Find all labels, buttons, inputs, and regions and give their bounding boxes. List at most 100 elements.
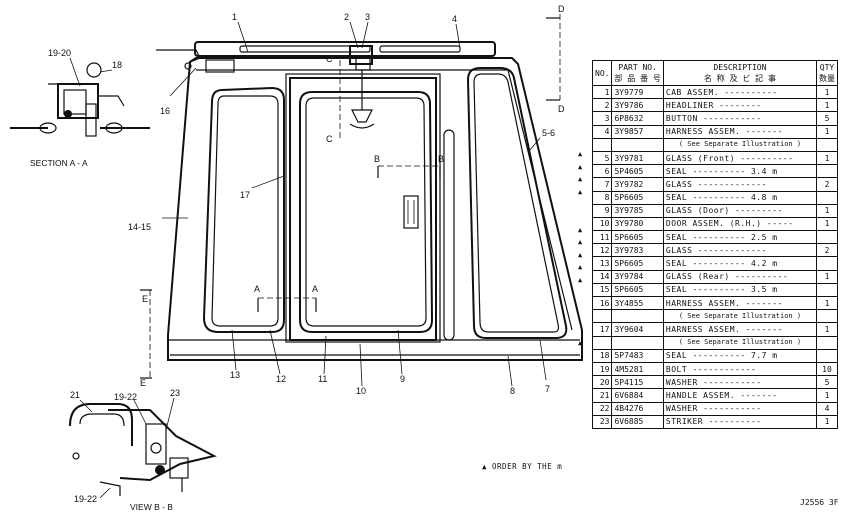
cell-no: 21 [591,388,613,403]
cell-no [591,309,613,324]
cell-qty: 1 [816,388,838,403]
callout-21: 21 [70,390,80,400]
callout-2: 2 [344,12,349,22]
cell-no: 9 [591,203,613,218]
cell-part-no: 5P4115 [611,375,664,390]
cell-qty: 1 [816,84,838,100]
cell-qty: 1 [816,150,838,166]
cell-part-no: 6P8632 [611,111,664,126]
cell-description: ( See Separate Illustration ) [662,137,818,152]
callout-12: 12 [276,374,286,384]
order-by-meter-mark: ▲ [578,162,583,171]
leader-lines [162,21,547,387]
order-by-meter-mark: ▲ [578,276,583,284]
cell-qty [816,282,838,298]
cell-part-no [611,309,664,324]
section-marker-e-top: E [142,294,148,304]
section-marker-d-top: D [558,4,565,14]
cell-no: 11 [591,230,613,245]
cell-qty [816,137,838,152]
cell-part-no: 3Y9785 [611,203,664,218]
cell-description: SEAL ---------- 4.8 m [662,190,818,205]
section-marker-c-bottom: C [326,134,333,144]
header-part-no: PART NO.部 品 番 号 [611,60,664,86]
cell-part-no: 5P7483 [611,348,664,363]
cell-qty [816,335,838,350]
cell-qty [816,230,838,245]
cell-no: 23 [591,414,613,429]
cell-description: GLASS (Door) --------- [662,203,818,218]
cell-part-no: 3Y9780 [611,216,664,232]
cell-qty [816,348,838,363]
callout-14-15: 14-15 [128,222,151,232]
order-by-meter-mark: ▲ [578,150,583,158]
cell-part-no: 6V6884 [611,388,664,403]
table-note-row: ( See Separate Illustration ) [591,137,838,152]
cell-part-no: 5P6605 [611,190,664,205]
cell-description: STRIKER ---------- [662,414,818,429]
section-marker-d-bottom: D [558,104,565,114]
roof-rail [156,41,496,73]
cell-part-no: 5P6605 [611,282,664,298]
callout-5-6: 5-6 [542,128,555,138]
cell-part-no [611,335,664,350]
cell-part-no: 3Y9857 [611,124,664,139]
callout-8: 8 [510,386,515,396]
cell-part-no: 3Y9782 [611,177,664,192]
cell-no: 6 [591,164,613,179]
cell-description: WASHER ----------- [662,375,818,390]
cell-qty: 1 [816,414,838,429]
cell-qty: 4 [816,401,838,416]
callout-19-22-top: 19-22 [114,392,137,402]
cell-qty: 5 [816,111,838,126]
cell-part-no: 3Y9604 [611,322,664,337]
order-by-meter-mark: ▲ [578,250,583,259]
callout-3: 3 [365,12,370,22]
callout-10: 10 [356,386,366,396]
order-by-meter-mark: ▲ [578,187,583,196]
cell-qty: 2 [816,243,838,258]
cell-no: 10 [591,216,613,232]
cell-qty [816,190,838,205]
order-note: ▲ ORDER BY THE m [482,462,563,471]
grab-bar [443,129,455,341]
rear-glass [466,67,568,339]
cell-qty [816,309,838,324]
callout-1: 1 [232,12,237,22]
cell-qty: 1 [816,124,838,139]
door-glass [299,91,434,333]
cell-description: DOOR ASSEM. (R.H.) ----- [662,216,818,232]
cell-description: BOLT ------------ [662,361,818,377]
cell-description: GLASS ------------- [662,243,818,258]
cell-qty [816,256,838,271]
callout-16: 16 [160,106,170,116]
cell-description: SEAL ---------- 4.2 m [662,256,818,271]
cell-qty: 1 [816,322,838,337]
cell-no: 16 [591,295,613,311]
cell-part-no: 4M5281 [611,361,664,377]
cell-description: HANDLE ASSEM. ------- [662,388,818,403]
callout-19-20: 19-20 [48,48,71,58]
cell-no [591,137,613,152]
order-by-meter-mark: ▲ [578,225,583,234]
cell-part-no: 6V6885 [611,414,664,429]
cell-part-no: 4B4276 [611,401,664,416]
callout-labels: 1 2 3 4 5-6 7 8 9 10 11 12 13 14-15 16 1… [48,12,555,504]
cell-part-no: 3Y9786 [611,98,664,113]
